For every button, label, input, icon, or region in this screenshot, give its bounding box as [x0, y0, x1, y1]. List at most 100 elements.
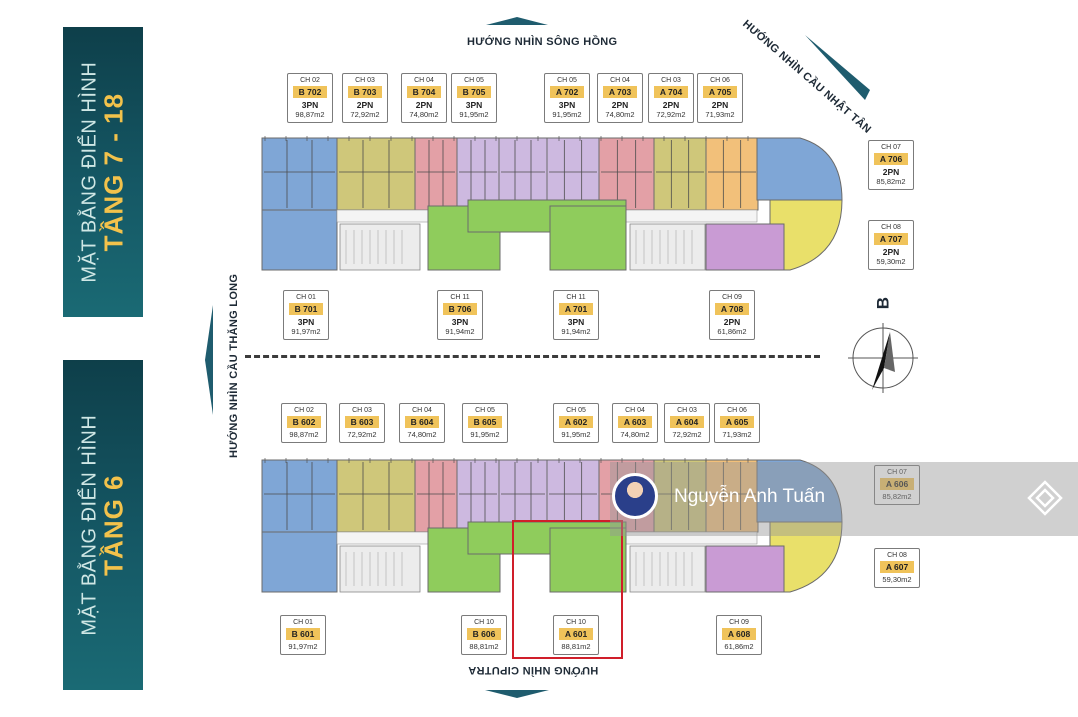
- unit-area: 74,80m2: [407, 430, 437, 439]
- apartment-unit: [261, 209, 338, 271]
- unit-area: 61,86m2: [717, 327, 747, 336]
- unit-area: 72,92m2: [672, 430, 702, 439]
- unit-code: CH 04: [610, 77, 630, 84]
- unit-area: 91,97m2: [288, 642, 318, 651]
- unit-code: CH 10: [474, 619, 494, 626]
- apartment-unit: [456, 137, 500, 211]
- apartment-unit: [653, 137, 707, 211]
- watermark-logo-icon: [1027, 480, 1063, 516]
- highlight-unit-a601: [512, 520, 623, 659]
- unit-area: 74,80m2: [605, 110, 635, 119]
- unit-area: 91,95m2: [470, 430, 500, 439]
- unit-area: 74,80m2: [409, 110, 439, 119]
- unit-area: 74,80m2: [620, 430, 650, 439]
- compass-label: B: [873, 296, 893, 310]
- unit-code: CH 04: [414, 77, 434, 84]
- apartment-unit: [336, 459, 416, 533]
- unit-code: CH 05: [475, 407, 495, 414]
- apartment-unit: [261, 531, 338, 593]
- watermark-avatar: [612, 473, 658, 519]
- apartment-unit: [769, 199, 843, 271]
- apartment-unit: [414, 459, 458, 533]
- unit-area: 59,30m2: [876, 257, 906, 266]
- unit-number: A 701: [559, 303, 593, 315]
- unit-rooms: 3PN: [567, 317, 585, 327]
- unit-number: A 602: [559, 416, 593, 428]
- floor-divider: [245, 355, 820, 358]
- unit-tag: CH 04 A 603 74,80m2: [612, 403, 658, 443]
- unit-number: A 603: [618, 416, 652, 428]
- watermark-name: Nguyễn Anh Tuấn: [674, 486, 826, 507]
- unit-number: A 608: [722, 628, 756, 640]
- apartment-unit: [598, 137, 655, 211]
- unit-code: CH 08: [887, 552, 907, 559]
- unit-code: CH 08: [881, 224, 901, 231]
- unit-number: B 704: [407, 86, 441, 98]
- unit-rooms: 2PN: [882, 167, 900, 177]
- apartment-unit: [498, 137, 548, 211]
- apartment-unit: [261, 459, 338, 533]
- unit-area: 98,87m2: [289, 430, 319, 439]
- unit-number: A 607: [880, 561, 914, 573]
- compass-icon: [848, 323, 918, 393]
- apartment-unit: [705, 545, 785, 593]
- unit-code: CH 07: [887, 469, 907, 476]
- unit-code: CH 05: [557, 77, 577, 84]
- unit-rooms: 3PN: [301, 100, 319, 110]
- unit-number: A 606: [880, 478, 914, 490]
- apartment-unit: [456, 459, 500, 533]
- direction-label-top: HƯỚNG NHÌN SÔNG HỒNG: [467, 36, 618, 48]
- unit-code: CH 04: [625, 407, 645, 414]
- unit-code: CH 09: [729, 619, 749, 626]
- apartment-unit: [261, 137, 338, 211]
- direction-label-left: HƯỚNG NHÌN CẦU THĂNG LONG: [228, 273, 240, 458]
- unit-area: 91,97m2: [291, 327, 321, 336]
- unit-area: 91,95m2: [459, 110, 489, 119]
- unit-rooms: 3PN: [465, 100, 483, 110]
- unit-number: A 706: [874, 153, 908, 165]
- unit-area: 72,92m2: [350, 110, 380, 119]
- unit-number: B 603: [345, 416, 379, 428]
- apartment-unit: [705, 137, 759, 211]
- unit-area: 91,94m2: [561, 327, 591, 336]
- unit-code: CH 06: [727, 407, 747, 414]
- unit-number: A 704: [654, 86, 688, 98]
- unit-number: A 708: [715, 303, 749, 315]
- unit-code: CH 11: [450, 294, 470, 301]
- unit-rooms: 2PN: [662, 100, 680, 110]
- arrow-top-right: [805, 35, 870, 100]
- unit-rooms: 2PN: [611, 100, 629, 110]
- unit-number: B 604: [405, 416, 439, 428]
- unit-number: A 702: [550, 86, 584, 98]
- arrow-top: [486, 17, 548, 25]
- title-panel-floor-7-18: MẶT BẰNG ĐIỂN HÌNH TẦNG 7 - 18: [63, 27, 143, 317]
- apartment-unit: [756, 137, 843, 201]
- unit-code: CH 02: [294, 407, 314, 414]
- unit-number: A 604: [670, 416, 704, 428]
- arrow-bottom: [485, 690, 549, 698]
- unit-area: 85,82m2: [876, 177, 906, 186]
- unit-code: CH 06: [710, 77, 730, 84]
- unit-rooms: 2PN: [356, 100, 374, 110]
- unit-area: 72,92m2: [347, 430, 377, 439]
- apartment-unit: [414, 137, 458, 211]
